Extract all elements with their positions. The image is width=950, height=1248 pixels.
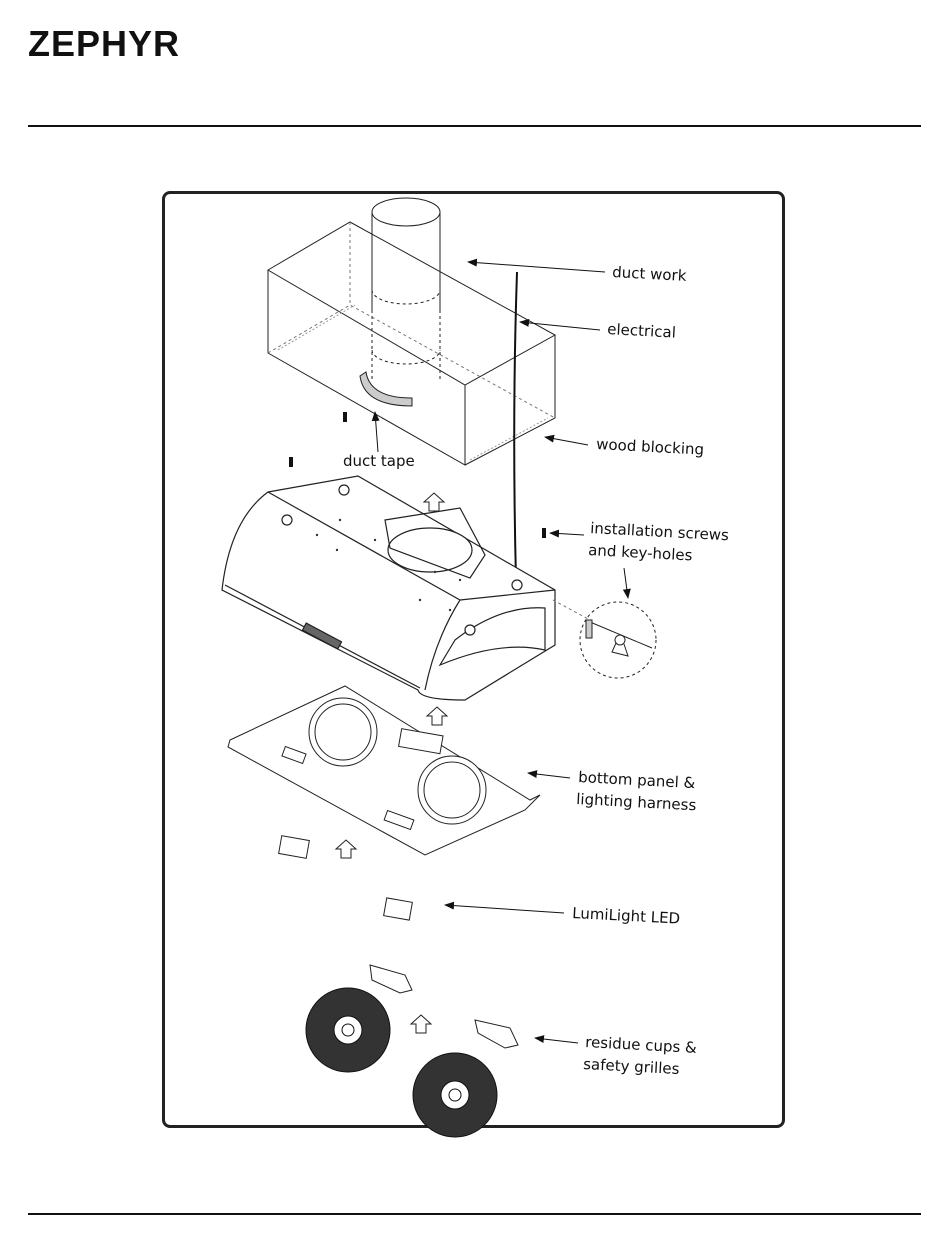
label-wood-blocking: wood blocking [596,435,705,459]
label-lumilight-led: LumiLight LED [572,904,681,928]
label-key-holes: and key-holes [588,541,693,564]
safety-grilles [306,988,497,1137]
duct-work [372,198,440,380]
bottom-panel [228,686,540,855]
label-electrical: electrical [607,320,677,342]
range-hood [222,476,555,700]
label-duct-work: duct work [612,263,687,285]
duct-tape [360,372,412,406]
label-residue-cups: residue cups & [585,1033,698,1057]
label-safety-grilles: safety grilles [583,1055,680,1078]
electrical-wire [514,272,517,580]
label-bottom-panel: bottom panel & [578,768,696,792]
residue-cups [370,965,518,1048]
cabinet-box [268,222,555,465]
label-lighting-harness: lighting harness [576,790,697,814]
label-installation-screws: installation screws [590,519,730,544]
keyhole-detail [580,602,656,678]
label-duct-tape: duct tape [343,452,415,470]
